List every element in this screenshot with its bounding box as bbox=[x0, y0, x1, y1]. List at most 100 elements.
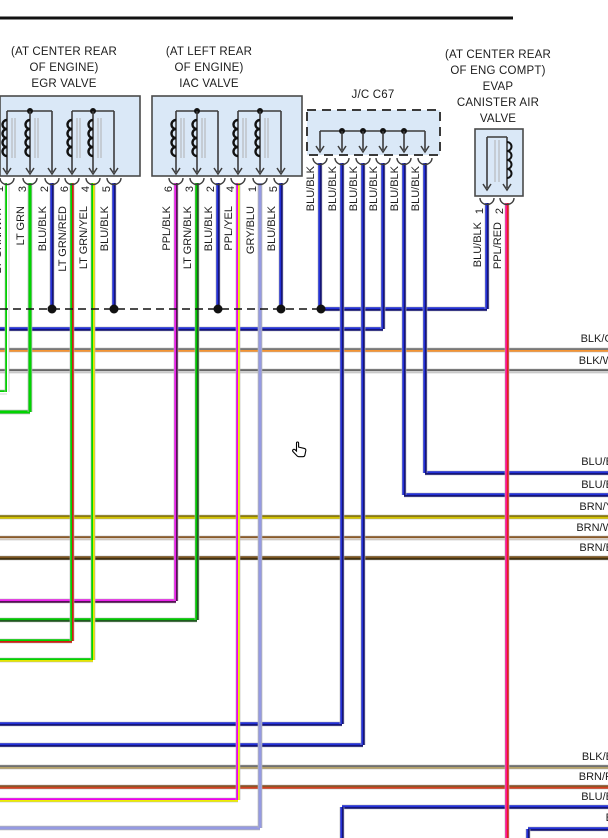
right-wire-label: BLK/W bbox=[578, 355, 608, 367]
wire-color-label: LT GRN/YEL bbox=[78, 206, 90, 270]
coil-icon bbox=[191, 145, 198, 158]
iac-valve-name: IAC VALVE bbox=[179, 78, 239, 90]
coil-icon bbox=[232, 145, 239, 158]
pin-number-label: 3 bbox=[184, 186, 196, 193]
pin-number-label: 5 bbox=[268, 186, 280, 193]
wire-color-label: GRY/BLU bbox=[245, 206, 257, 255]
pin-number-label: 1 bbox=[0, 186, 6, 193]
wire-color-label: LT GRN/BLK bbox=[182, 206, 194, 270]
connector-cup-icon bbox=[312, 157, 328, 166]
pin-number-label: 1 bbox=[247, 186, 259, 193]
egr-location-line2: OF ENGINE) bbox=[29, 62, 99, 74]
right-wire-label: BRN/W bbox=[576, 522, 608, 534]
wire-color-label: BLU/BLK bbox=[368, 166, 380, 212]
connector-cup-icon bbox=[168, 177, 184, 186]
iac-valve-box bbox=[151, 95, 303, 177]
arrowhead-icon bbox=[358, 145, 368, 154]
right-wire-label: BLK/O bbox=[580, 333, 608, 345]
splice-dot bbox=[316, 304, 326, 314]
arrowhead-icon bbox=[88, 167, 98, 176]
right-wire-label: BRN/R bbox=[578, 771, 608, 783]
wire-color-label: BLU/BLK bbox=[472, 222, 484, 268]
connector-cup-icon bbox=[106, 177, 122, 186]
coil-icon bbox=[87, 145, 94, 158]
evap-location-line1: (AT CENTER REAR bbox=[444, 49, 552, 61]
right-wire-label: BLU/B bbox=[581, 479, 608, 491]
pin-number-label: 6 bbox=[59, 186, 71, 193]
connector-cup-icon bbox=[210, 177, 226, 186]
arrowhead-icon bbox=[315, 145, 325, 154]
pin-number-label: 2 bbox=[205, 186, 217, 193]
arrowhead-icon bbox=[2, 167, 12, 176]
wire-color-label: BLU/BLK bbox=[327, 166, 339, 212]
evap-valve-name-line1: EVAP bbox=[482, 81, 514, 93]
pin-number-label: 4 bbox=[225, 186, 237, 193]
arrowhead-icon bbox=[67, 167, 77, 176]
iac-valve-heading: (AT LEFT REAR OF ENGINE) IAC VALVE bbox=[143, 44, 275, 92]
wire-color-label: BLU/BLK bbox=[348, 166, 360, 212]
arrowhead-icon bbox=[337, 145, 347, 154]
junction-connector-label: J/C C67 bbox=[351, 89, 395, 101]
evap-valve-heading: (AT CENTER REAR OF ENG COMPT) EVAP CANIS… bbox=[433, 47, 563, 127]
coil-icon bbox=[24, 145, 31, 158]
coil-icon bbox=[170, 145, 177, 158]
pin-number-label: 6 bbox=[163, 186, 175, 193]
junction-connector-box bbox=[306, 109, 441, 156]
arrowhead-icon bbox=[47, 167, 57, 176]
coil-icon bbox=[66, 145, 73, 158]
connector-cup-icon bbox=[499, 197, 515, 206]
pin-number-label: 3 bbox=[17, 186, 29, 193]
arrowhead-icon bbox=[233, 167, 243, 176]
wire-color-label: BLU/BLK bbox=[37, 206, 49, 252]
iac-location-line2: OF ENGINE) bbox=[174, 62, 244, 74]
pin-number-label: 2 bbox=[494, 208, 506, 215]
right-wire-label: BLK/B bbox=[581, 751, 608, 763]
connector-cup-icon bbox=[252, 177, 268, 186]
pin-number-label: 2 bbox=[39, 186, 51, 193]
splice-dot bbox=[109, 304, 119, 314]
cursor-hand-icon bbox=[292, 441, 307, 458]
arrowhead-icon bbox=[109, 167, 119, 176]
arrowhead-icon bbox=[276, 167, 286, 176]
connector-cup-icon bbox=[355, 157, 371, 166]
arrowhead-icon bbox=[192, 167, 202, 176]
wire-color-label: BLU/BLK bbox=[305, 166, 317, 212]
splice-dot bbox=[213, 304, 223, 314]
evap-location-line2: OF ENG COMPT) bbox=[450, 65, 546, 77]
wire-color-label: BLU/BLK bbox=[266, 206, 278, 252]
arrowhead-icon bbox=[213, 167, 223, 176]
wire-color-label: PPL/BLK bbox=[161, 206, 173, 251]
connector-cup-icon bbox=[85, 177, 101, 186]
right-wire-label: BLU/B bbox=[581, 456, 608, 468]
coil-icon bbox=[1, 145, 8, 158]
arrowhead-icon bbox=[25, 167, 35, 176]
iac-location-line1: (AT LEFT REAR bbox=[165, 46, 253, 58]
arrowhead-icon bbox=[502, 183, 512, 192]
pin-number-label: 4 bbox=[80, 186, 92, 193]
connector-cup-icon bbox=[189, 177, 205, 186]
wire-color-label: BLU/BLK bbox=[410, 166, 422, 212]
wire-color-label: BLU/BLK bbox=[389, 166, 401, 212]
connector-cup-icon bbox=[0, 177, 15, 186]
evap-valve-name-line2: CANISTER AIR bbox=[456, 97, 540, 109]
splice-dot bbox=[276, 304, 286, 314]
egr-valve-name: EGR VALVE bbox=[31, 78, 97, 90]
connector-cup-icon bbox=[273, 177, 289, 186]
connector-cup-icon bbox=[334, 157, 350, 166]
connector-cup-icon bbox=[417, 157, 433, 166]
pin-number-label: 5 bbox=[101, 186, 113, 193]
wire-color-label: BLU/BLK bbox=[203, 206, 215, 252]
egr-valve-heading: (AT CENTER REAR OF ENGINE) EGR VALVE bbox=[0, 44, 130, 92]
arrowhead-icon bbox=[171, 167, 181, 176]
right-wire-label: BRN/B bbox=[579, 542, 608, 554]
right-wire-label: BLU/B bbox=[581, 791, 608, 803]
evap-valve-name-line3: VALVE bbox=[479, 113, 517, 125]
connector-cup-icon bbox=[22, 177, 38, 186]
wire-color-label: LT GRN/RED bbox=[57, 206, 69, 272]
coil-icon bbox=[506, 168, 513, 179]
connector-cup-icon bbox=[64, 177, 80, 186]
connector-cup-icon bbox=[375, 157, 391, 166]
